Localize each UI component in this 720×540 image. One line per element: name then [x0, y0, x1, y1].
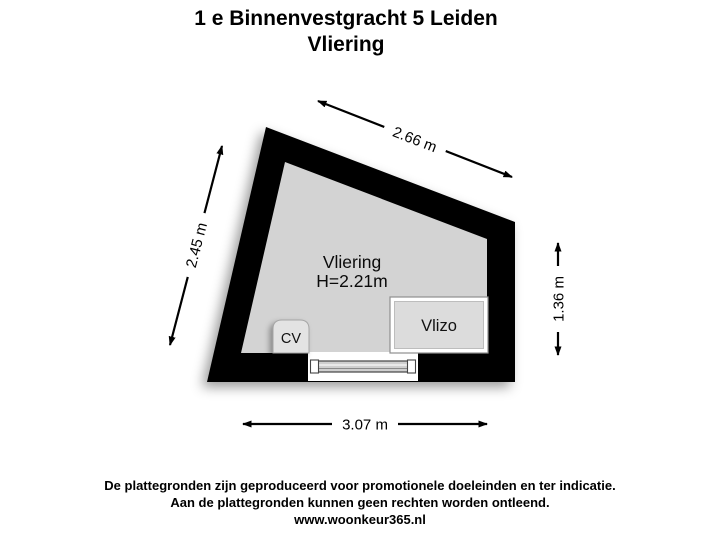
dimension-top-pill [381, 117, 449, 161]
dimension-left: 2.45 m [168, 145, 224, 346]
vlizo-label: Vlizo [421, 317, 457, 335]
window-endcap-right [406, 359, 417, 374]
disclaimer: De plattegronden zijn geproduceerd voor … [0, 477, 720, 528]
dimension-left-pill [177, 211, 215, 279]
disclaimer-line1: De plattegronden zijn geproduceerd voor … [104, 478, 616, 493]
window-endcap-left [309, 359, 320, 374]
title-floor: Vliering [307, 33, 385, 56]
dimension-bottom-pill [332, 412, 398, 436]
title-address: 1 e Binnenvestgracht 5 Leiden [194, 7, 498, 30]
room-label: Vliering H=2.21m [316, 252, 388, 291]
dimension-right-pill [546, 266, 570, 332]
vlizo-hatch: Vlizo [389, 296, 489, 354]
dimension-right-label: 1.36 m [551, 276, 568, 322]
dimension-bottom: 3.07 m [242, 412, 488, 436]
room-name: Vliering [323, 252, 381, 272]
cv-label: CV [281, 331, 301, 347]
cv-box [272, 319, 310, 354]
cv-unit: CV [272, 319, 310, 354]
dimension-bottom-label: 3.07 m [342, 417, 388, 434]
window [308, 352, 418, 381]
window-glazing [312, 360, 414, 373]
website-url: www.woonkeur365.nl [294, 512, 426, 527]
disclaimer-line2: Aan de plattegronden kunnen geen rechten… [170, 495, 550, 510]
vlizo-inner [394, 301, 484, 349]
page-title: 1 e Binnenvestgracht 5 Leiden Vliering [0, 6, 706, 58]
room-height: H=2.21m [316, 271, 388, 291]
dimension-right: 1.36 m [546, 242, 570, 356]
